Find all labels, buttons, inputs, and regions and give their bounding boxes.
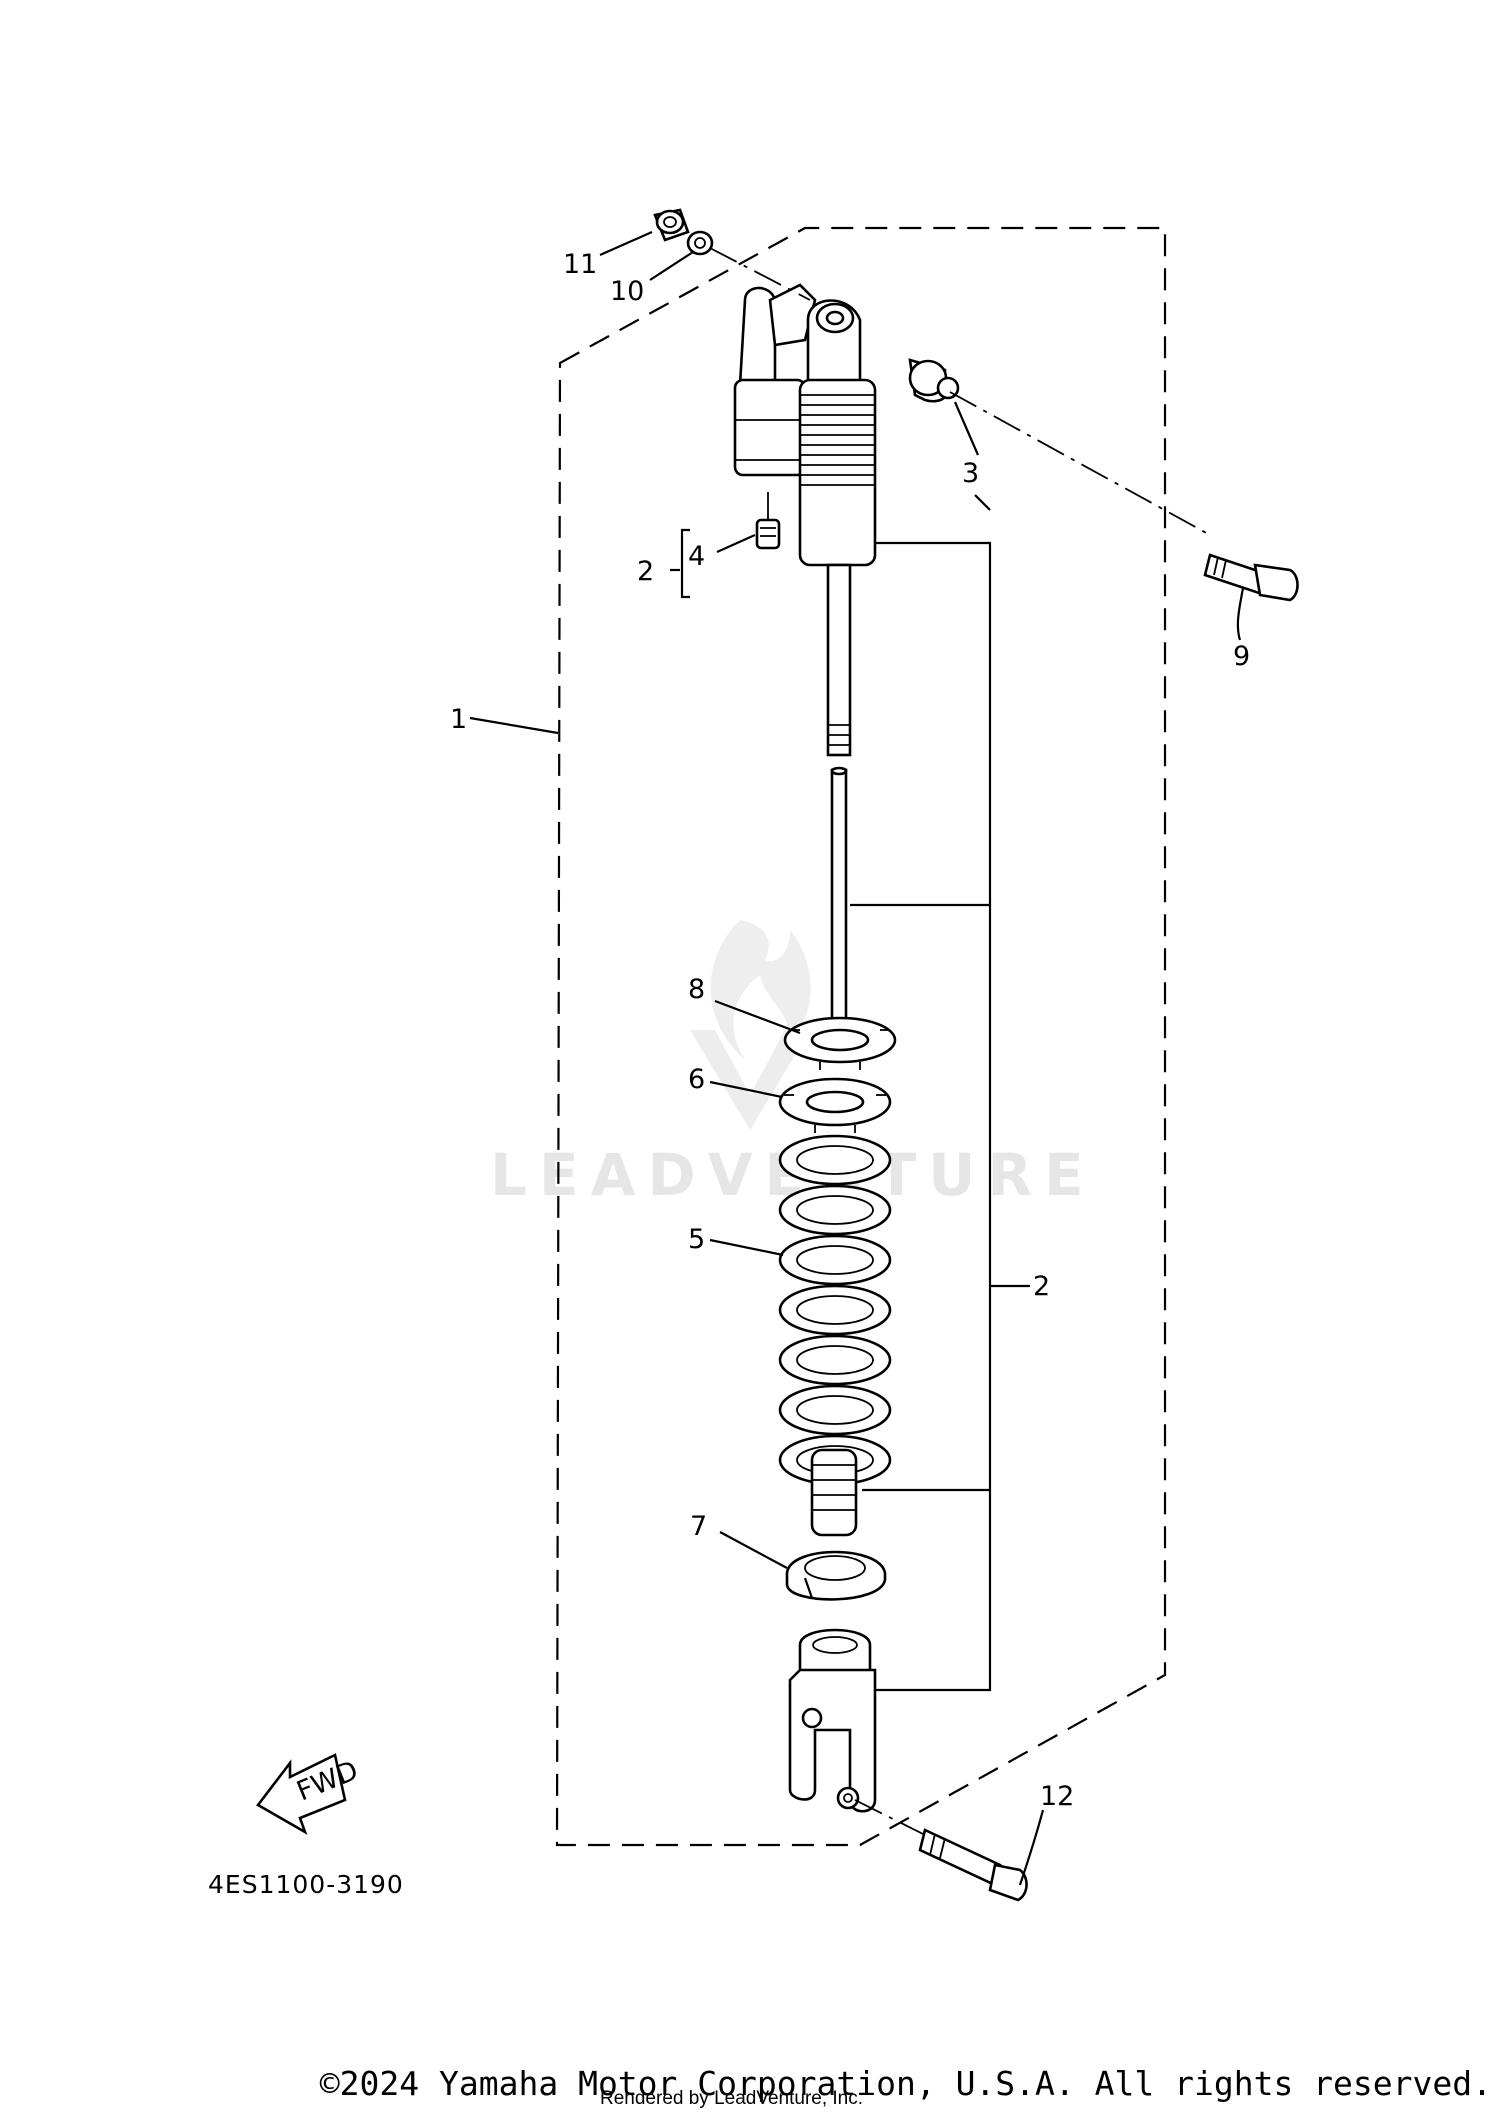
callout-4: 4 — [688, 541, 705, 572]
callout-3: 3 — [962, 458, 979, 489]
part-11-nut — [653, 208, 690, 242]
callout-2-left: 2 — [637, 556, 654, 587]
callout-10: 10 — [610, 276, 644, 307]
part-4-cap — [755, 492, 781, 550]
fwd-arrow: FWD — [256, 1753, 363, 1835]
callout-12: 12 — [1040, 1781, 1074, 1812]
callout-8: 8 — [688, 974, 705, 1005]
shock-body — [798, 299, 877, 1047]
part2-bracket — [850, 494, 1030, 1692]
part-12-bolt — [854, 1799, 1028, 1902]
part-8-lock-ring — [783, 1016, 897, 1070]
callouts: 1 2 4 3 9 11 10 8 6 5 2 7 12 — [450, 249, 1250, 1812]
reservoir — [733, 283, 817, 477]
copyright-notice: ©2024 Yamaha Motor Corporation, U.S.A. A… — [319, 2064, 1492, 2103]
callout-7: 7 — [690, 1511, 707, 1542]
part-3-bushing — [908, 358, 960, 403]
callout-1: 1 — [450, 704, 467, 735]
axis-line-top — [709, 247, 811, 301]
callout-11: 11 — [563, 249, 597, 280]
callout-2-right: 2 — [1033, 1271, 1050, 1302]
part-6-adjuster-ring — [778, 1077, 892, 1133]
leader-lines — [469, 230, 1245, 1886]
callout-6: 6 — [688, 1064, 705, 1095]
diagram-code: 4ES1100-3190 — [208, 1870, 404, 1899]
callout-5: 5 — [688, 1224, 705, 1255]
part-9-bolt — [949, 391, 1299, 602]
callout-9: 9 — [1233, 641, 1250, 672]
assembly-boundary — [555, 226, 1167, 1847]
rendered-by-notice: Rendered by LeadVenture, Inc. — [600, 2088, 864, 2109]
part-7-spring-guide — [785, 1550, 887, 1601]
lower-clevis — [788, 1628, 877, 1813]
part-10-washer — [686, 230, 714, 256]
bump-stop — [810, 1448, 858, 1537]
